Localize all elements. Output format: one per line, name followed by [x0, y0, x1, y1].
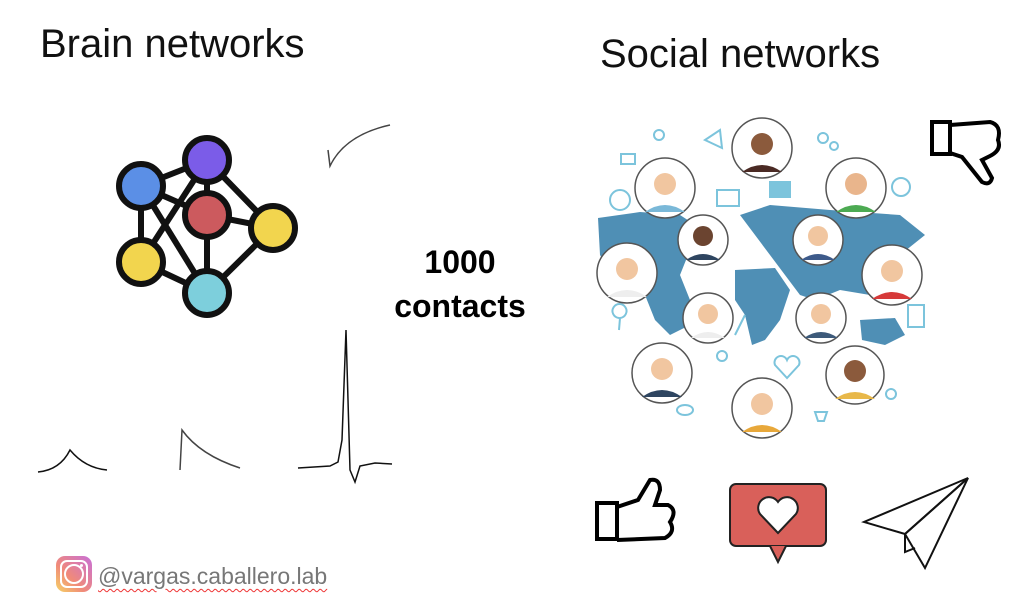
- contacts-number: 1000: [424, 244, 496, 280]
- action-potential-trace: [297, 329, 393, 485]
- heart-outline-icon: [773, 355, 801, 380]
- trophy-icon: [813, 411, 829, 422]
- avatar: [634, 157, 696, 219]
- node-cyan: [182, 268, 232, 318]
- avatars: [596, 117, 923, 439]
- lightbulb-icon: [885, 388, 897, 400]
- node-purple: [182, 135, 232, 185]
- node-blue: [116, 161, 166, 211]
- avatar: [677, 214, 729, 266]
- instagram-handle[interactable]: @vargas.caballero.lab: [98, 563, 327, 590]
- location-pin-icon: [611, 303, 628, 331]
- synaptic-trace-2: [179, 427, 241, 471]
- brain-networks-title: Brain networks: [40, 22, 305, 66]
- avatar: [795, 292, 847, 344]
- award-icon: [653, 129, 665, 141]
- megaphone-icon: [702, 128, 724, 150]
- synaptic-trace-top: [327, 124, 391, 169]
- handle-text: @vargas.caballero.lab: [98, 563, 328, 589]
- avatar: [825, 345, 885, 405]
- avatar: [631, 342, 693, 404]
- avatar: [682, 292, 734, 344]
- mail-icon: [716, 189, 740, 207]
- avatar: [596, 242, 658, 304]
- chat-icon: [676, 404, 694, 416]
- node-yellow-right: [248, 203, 298, 253]
- briefcase-icon: [769, 181, 791, 198]
- contacts-label: 1000 contacts: [380, 240, 540, 328]
- globe-icon: [609, 189, 631, 211]
- gear-icon: [817, 132, 829, 144]
- social-networks-title: Social networks: [600, 32, 881, 76]
- instagram-icon: [56, 556, 92, 592]
- document-icon: [907, 304, 925, 328]
- thumbs-down-icon: [930, 119, 1001, 186]
- paper-plane-icon: [861, 477, 969, 571]
- avatar: [861, 244, 923, 306]
- node-yellow-left: [116, 237, 166, 287]
- avatar: [825, 157, 887, 219]
- rocket-icon: [734, 314, 746, 336]
- neural-network-icon: [116, 135, 298, 318]
- dollar-icon: [891, 177, 911, 197]
- node-red: [182, 190, 232, 240]
- video-icon: [620, 153, 636, 165]
- heart-bubble-icon: [729, 483, 827, 565]
- synaptic-trace-1: [37, 448, 108, 473]
- search-icon: [716, 350, 728, 362]
- thumbs-up-icon: [595, 477, 676, 542]
- social-decor-icons: [609, 128, 925, 422]
- avatar: [731, 117, 793, 179]
- contacts-word: contacts: [394, 288, 526, 324]
- avatar: [731, 377, 793, 439]
- avatar: [792, 214, 844, 266]
